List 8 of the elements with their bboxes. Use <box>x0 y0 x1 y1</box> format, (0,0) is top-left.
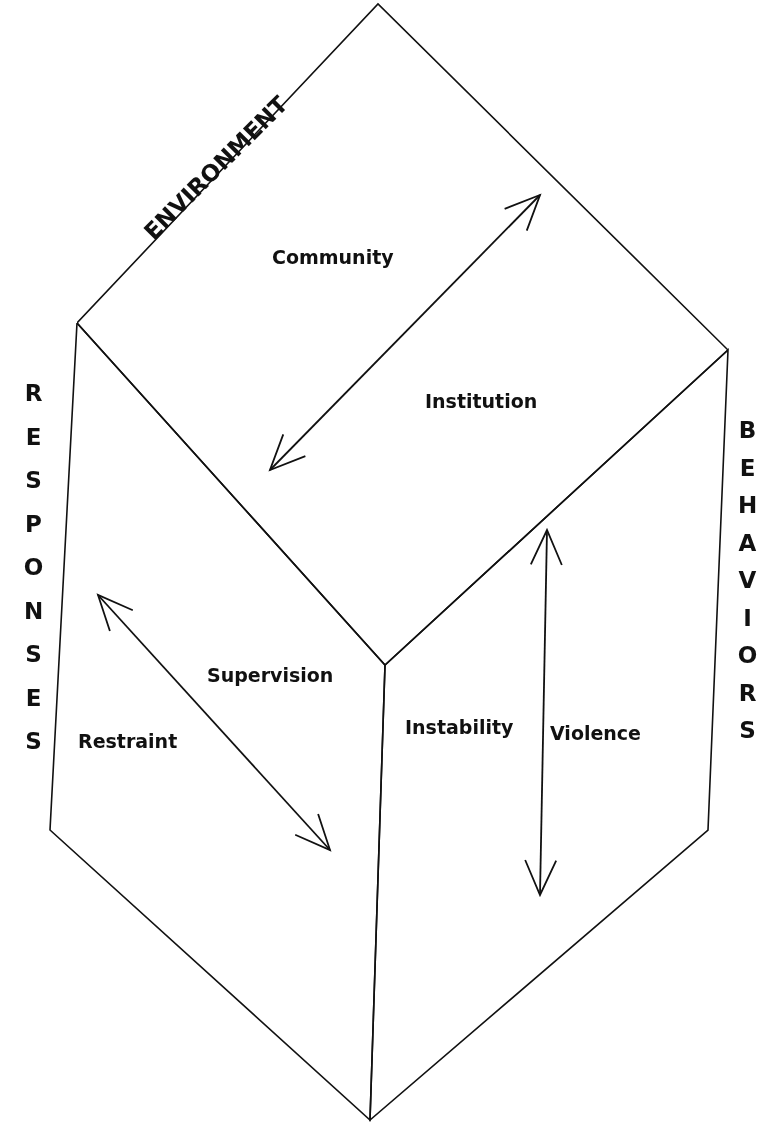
face-label: Supervision <box>207 664 334 686</box>
face-label: Instability <box>405 716 514 738</box>
face-label: Community <box>272 246 394 268</box>
face-label: Violence <box>550 722 641 744</box>
face-label: Restraint <box>78 730 178 752</box>
face-heading: BEHAVIORS <box>736 416 759 745</box>
face-label: Institution <box>425 390 538 412</box>
face-heading: RESPONSES <box>22 379 45 756</box>
